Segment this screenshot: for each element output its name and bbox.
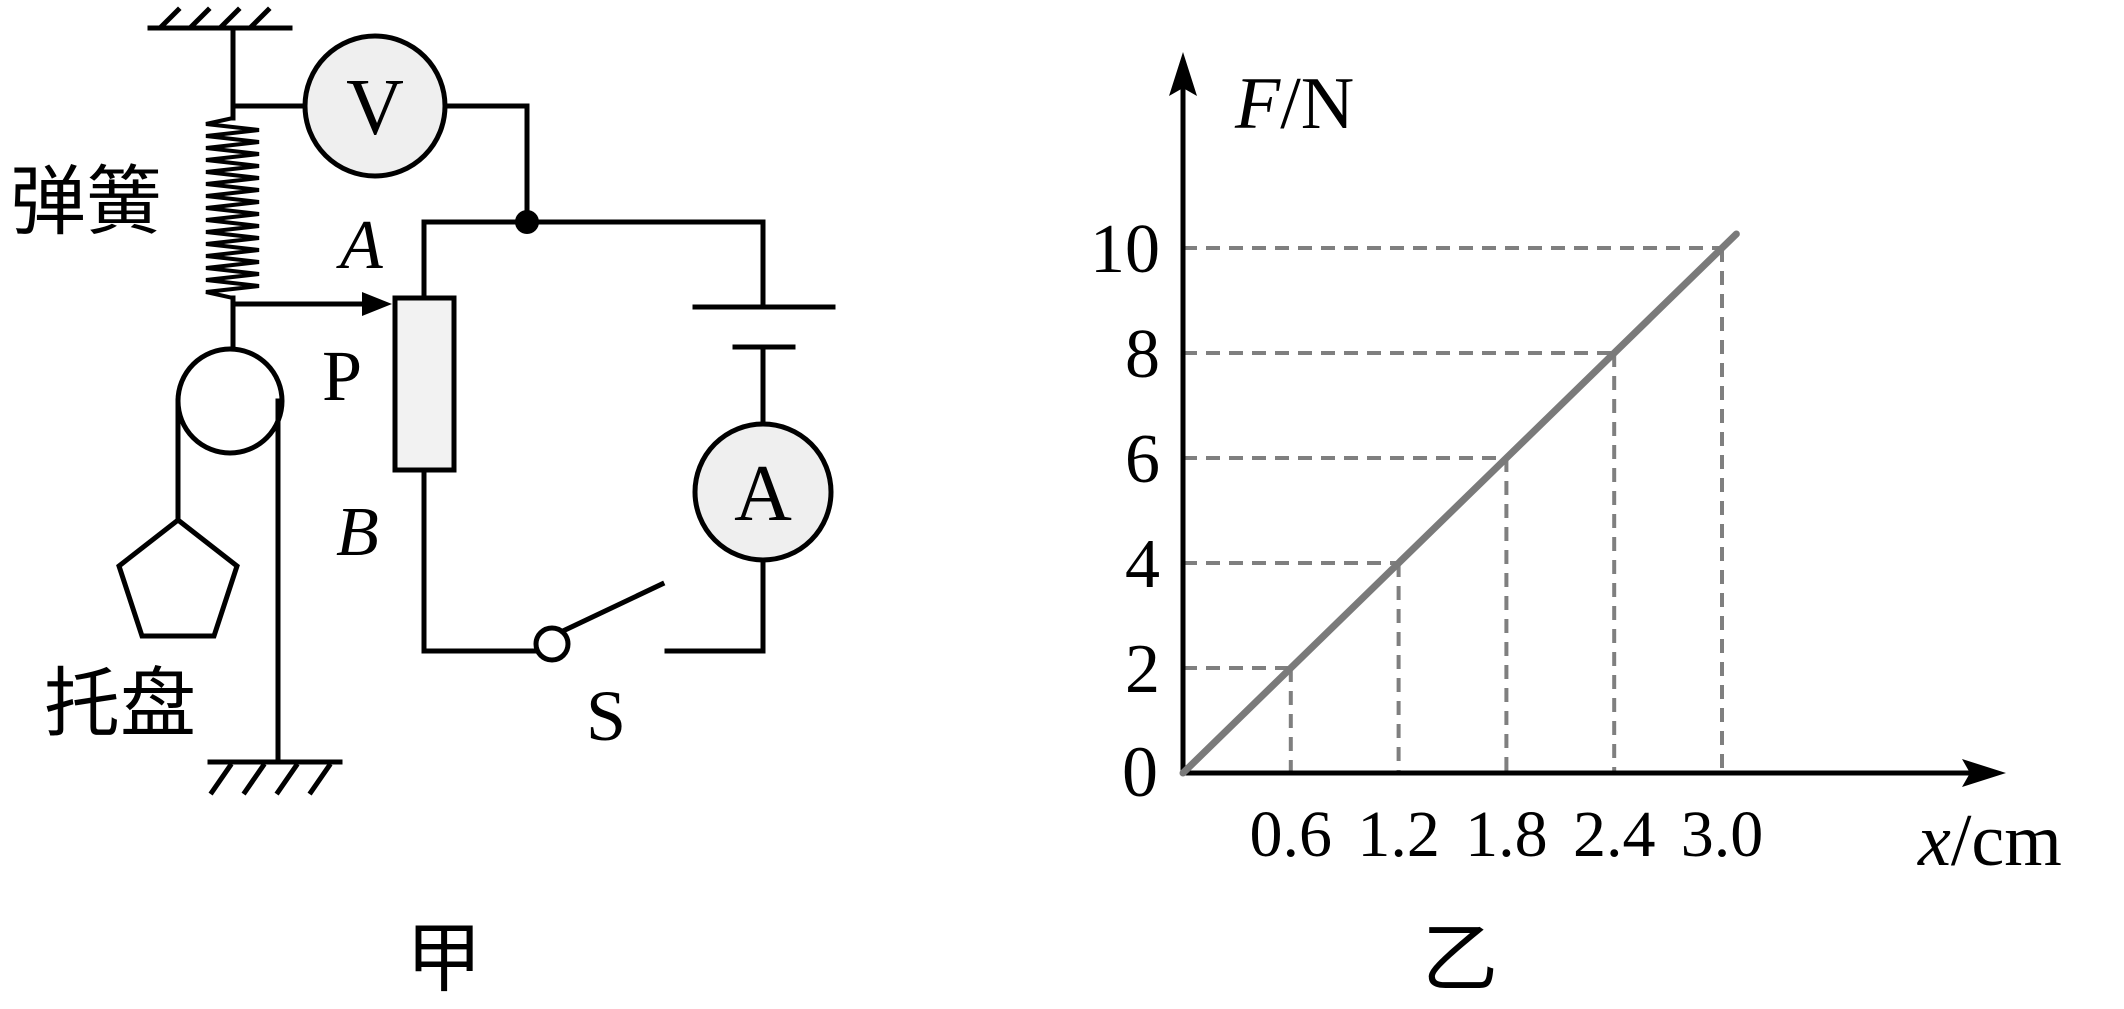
x-axis-variable: x bbox=[1917, 800, 1951, 882]
y-axis-arrow bbox=[1169, 52, 1197, 96]
slider-p-label: P bbox=[322, 336, 362, 416]
ceiling-support bbox=[147, 6, 293, 31]
point-a-label: A bbox=[336, 207, 383, 284]
y-tick-labels: 2 4 6 8 10 bbox=[1090, 211, 1160, 708]
origin-label: 0 bbox=[1122, 732, 1158, 812]
tray-label: 托盘 bbox=[44, 659, 196, 748]
x-tick-labels: 0.6 1.2 1.8 2.4 3.0 bbox=[1250, 798, 1764, 871]
x-tick-label: 3.0 bbox=[1681, 798, 1764, 871]
y-axis-unit: /N bbox=[1280, 63, 1354, 145]
guide-lines bbox=[1183, 246, 1724, 773]
graph-caption: 乙 bbox=[1422, 914, 1498, 1003]
spring-label: 弹簧 bbox=[10, 157, 162, 246]
x-tick-label: 2.4 bbox=[1573, 798, 1656, 871]
ammeter: A bbox=[692, 421, 834, 563]
point-b-label: B bbox=[336, 494, 379, 571]
junction-dot bbox=[515, 210, 539, 234]
ammeter-label: A bbox=[734, 450, 792, 538]
slider-arrow-head bbox=[362, 292, 392, 316]
switch-blade bbox=[561, 580, 666, 634]
x-axis-unit: /cm bbox=[1951, 800, 2062, 882]
x-axis-arrow bbox=[1962, 759, 2006, 787]
force-extension-graph: 0.6 1.2 1.8 2.4 3.0 2 4 6 8 10 0 F/N x/cm 乙 bbox=[1090, 52, 2062, 1003]
switch-pivot bbox=[533, 625, 571, 663]
y-tick-label: 2 bbox=[1125, 631, 1160, 708]
x-tick-label: 1.8 bbox=[1465, 798, 1548, 871]
voltmeter: V bbox=[302, 33, 448, 179]
voltmeter-label: V bbox=[346, 64, 404, 152]
y-tick-label: 10 bbox=[1090, 211, 1160, 288]
switch-s-label: S bbox=[586, 676, 626, 756]
y-tick-label: 6 bbox=[1125, 421, 1160, 498]
force-line bbox=[1179, 230, 1740, 777]
tray-pentagon bbox=[116, 516, 240, 639]
spring-coil bbox=[205, 115, 260, 301]
pulley bbox=[175, 346, 285, 456]
resistor-ab bbox=[392, 295, 457, 473]
floor-support bbox=[207, 759, 343, 796]
circuit-diagram bbox=[116, 6, 836, 796]
circuit-caption: 甲 bbox=[406, 914, 482, 1003]
x-axis-label: x/cm bbox=[1917, 800, 2062, 882]
y-tick-label: 8 bbox=[1125, 316, 1160, 393]
y-axis-label: F/N bbox=[1234, 63, 1354, 145]
y-tick-label: 4 bbox=[1125, 526, 1160, 603]
x-tick-label: 0.6 bbox=[1250, 798, 1333, 871]
y-axis-variable: F bbox=[1234, 63, 1281, 145]
x-tick-label: 1.2 bbox=[1357, 798, 1440, 871]
